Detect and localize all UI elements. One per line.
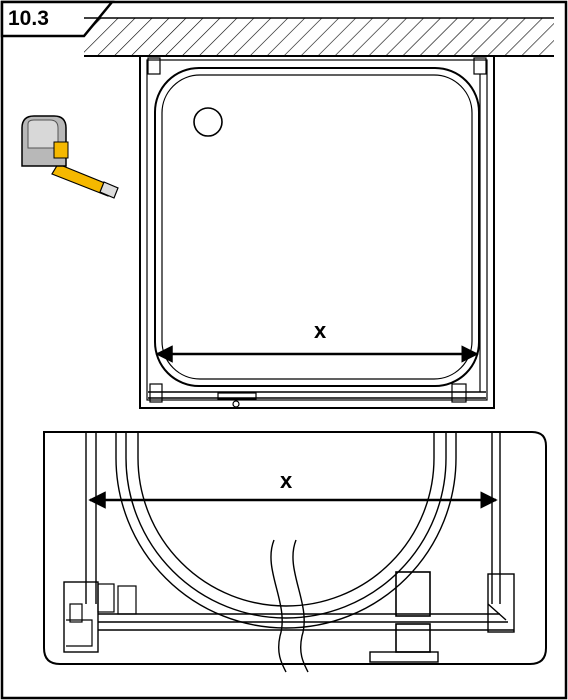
dimension-label-top: x xyxy=(314,318,327,343)
shower-plan-top xyxy=(139,55,495,409)
step-number: 10.3 xyxy=(8,7,49,30)
wall-hatch xyxy=(84,17,554,57)
tape-measure-icon xyxy=(21,115,119,199)
dimension-label-bottom: x xyxy=(280,468,293,493)
shower-detail-bottom xyxy=(43,431,547,673)
